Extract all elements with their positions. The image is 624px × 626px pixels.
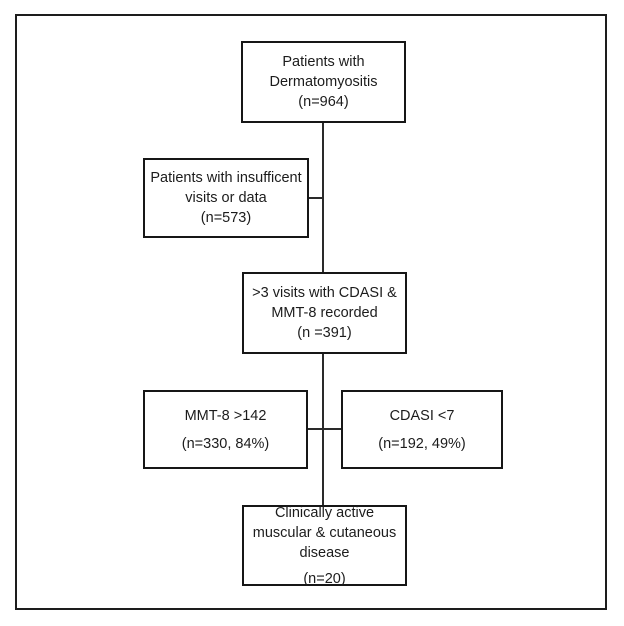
- box-text-line: MMT-8 recorded: [271, 305, 378, 321]
- flow-box-insufficient-visits-or-data: Patients with insufficent visits or data…: [143, 158, 309, 238]
- box-text-line: Clinically active: [274, 504, 375, 521]
- box-text-line: >3 visits with CDASI &: [252, 285, 397, 301]
- box-text-line: CDASI <7: [389, 407, 455, 424]
- connector-top-vertical: [322, 122, 324, 273]
- flow-box-3-visits-cdasi-mmt8-recorded: >3 visits with CDASI & MMT-8 recorded (n…: [242, 272, 407, 354]
- box-text-line: muscular & cutaneous: [252, 524, 397, 541]
- box-count-label: (n=573): [200, 210, 252, 226]
- box-text-line: disease: [299, 544, 350, 561]
- box-count-label: (n=192, 49%): [378, 435, 466, 452]
- box-text-line: Dermatomyositis: [269, 74, 378, 90]
- box-count-label: (n =391): [297, 325, 352, 341]
- box-count-label: (n=330, 84%): [181, 435, 270, 452]
- box-text-line: visits or data: [185, 190, 267, 206]
- flow-box-mmt8-gt-142: MMT-8 >142 (n=330, 84%): [143, 390, 308, 469]
- box-text-line: Patients with: [282, 54, 365, 70]
- flow-box-cdasi-lt-7: CDASI <7 (n=192, 49%): [341, 390, 503, 469]
- flow-box-clinically-active-disease: Clinically active muscular & cutaneous d…: [242, 504, 407, 587]
- box-text-line: MMT-8 >142: [184, 407, 267, 424]
- box-count-label: (n=964): [298, 94, 349, 110]
- connector-branch-horizontal: [307, 428, 342, 430]
- figure-border: [15, 14, 607, 610]
- box-count-label: (n=20): [303, 570, 346, 587]
- connector-exclusion-horizontal: [308, 197, 323, 199]
- box-text-line: Patients with insufficent: [150, 170, 302, 186]
- flow-box-patients-with-dermatomyositis: Patients with Dermatomyositis (n=964): [241, 41, 406, 123]
